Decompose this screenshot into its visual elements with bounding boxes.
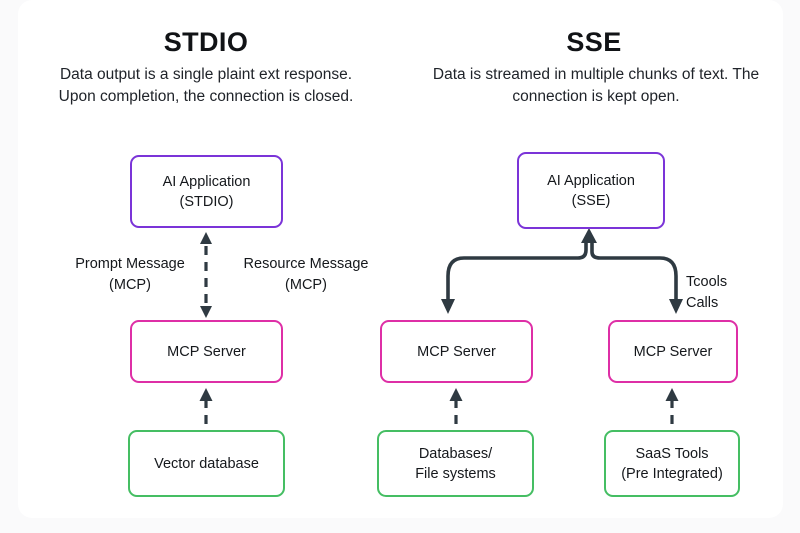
node-label: MCP Server <box>417 343 496 360</box>
node-label: SaaS Tools (Pre Integrated) <box>621 444 723 484</box>
edge-label-prompt-message: Prompt Message (MCP) <box>50 254 210 296</box>
node-mcp-server-sse-right[interactable]: MCP Server <box>608 320 738 383</box>
edge-stdio-app-server <box>200 232 212 318</box>
edge-sse-app-server-right <box>590 238 683 314</box>
edge-sse-upstream-arrow <box>581 228 597 243</box>
node-vector-database[interactable]: Vector database <box>128 430 285 497</box>
node-ai-application-stdio[interactable]: AI Application (STDIO) <box>130 155 283 228</box>
column-subtitle-stdio: Data output is a single plaint ext respo… <box>58 66 354 105</box>
node-label: AI Application (STDIO) <box>163 172 251 212</box>
node-ai-application-sse[interactable]: AI Application (SSE) <box>517 152 665 229</box>
node-label-line2: File systems <box>415 465 496 482</box>
node-label: AI Application (SSE) <box>547 171 635 211</box>
edge-label-line1: Resource Message <box>243 256 369 272</box>
edge-label-tools-calls: Tcools Calls <box>686 272 766 314</box>
node-label: MCP Server <box>633 343 713 360</box>
column-title-stdio: STDIO <box>163 27 249 57</box>
node-databases-file-systems[interactable]: Databases/ File systems <box>377 430 534 497</box>
edge-label-line1: Tcools <box>686 274 728 290</box>
node-mcp-server-stdio[interactable]: MCP Server <box>130 320 283 383</box>
node-label-line1: SaaS Tools <box>635 445 709 462</box>
node-label: Databases/ File systems <box>415 444 496 484</box>
edge-label-line2: (MCP) <box>285 277 327 293</box>
column-title-sse: SSE <box>566 27 622 57</box>
edge-label-line2: (MCP) <box>109 277 151 293</box>
node-label-line1: AI Application <box>547 172 635 189</box>
node-label-line2: (SSE) <box>571 192 611 209</box>
node-saas-tools[interactable]: SaaS Tools (Pre Integrated) <box>604 430 740 497</box>
edge-stdio-source-server <box>199 388 213 424</box>
edge-label-line1: Prompt Message <box>75 256 185 272</box>
edge-sse-app-server-left <box>441 236 588 314</box>
edge-sse-source-left <box>449 388 463 424</box>
edge-label-line2: Calls <box>686 295 719 311</box>
edge-sse-source-right <box>665 388 679 424</box>
node-label-line2: (Pre Integrated) <box>621 465 723 482</box>
node-label-line1: AI Application <box>162 173 251 190</box>
node-label: Vector database <box>154 455 259 472</box>
edge-label-resource-message: Resource Message (MCP) <box>222 254 390 296</box>
node-label-line1: Databases/ <box>418 445 493 462</box>
column-subtitle-sse: Data is streamed in multiple chunks of t… <box>432 66 760 105</box>
node-mcp-server-sse-left[interactable]: MCP Server <box>380 320 533 383</box>
node-label: MCP Server <box>167 343 246 360</box>
node-label-line2: (STDIO) <box>179 193 234 210</box>
